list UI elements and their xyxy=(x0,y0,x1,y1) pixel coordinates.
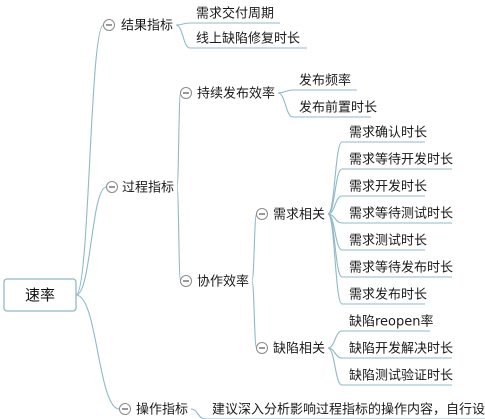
node-1-1-1-0-label: 缺陷reopen率 xyxy=(349,314,434,330)
connector-line xyxy=(175,24,191,49)
connector-line xyxy=(175,22,191,26)
node-1-0-0-label: 发布频率 xyxy=(299,73,351,89)
node-1-1-0-0-label: 需求确认时长 xyxy=(349,126,427,141)
node-0-label: 结果指标 xyxy=(121,19,173,34)
node-1-1-1-collapse-toggle[interactable] xyxy=(256,342,268,354)
node-1-label: 过程指标 xyxy=(122,181,174,196)
connector-line xyxy=(176,186,182,282)
node-1-0-1-label: 发布前置时长 xyxy=(299,100,377,116)
connector-line xyxy=(277,89,294,94)
connector-line xyxy=(75,294,120,410)
node-1-0-label: 持续发布效率 xyxy=(197,86,275,102)
node-0-collapse-toggle[interactable] xyxy=(103,19,115,31)
connector-line xyxy=(176,92,182,188)
node-1-0-collapse-toggle[interactable] xyxy=(180,87,192,99)
node-2-label: 操作指标 xyxy=(136,402,188,418)
connector-line xyxy=(327,213,343,305)
node-1-1-label: 协作效率 xyxy=(197,274,249,290)
node-1-1-1-label: 缺陷相关 xyxy=(273,342,325,357)
connector-line xyxy=(327,141,343,215)
connector-line xyxy=(75,186,107,296)
node-2-collapse-toggle[interactable] xyxy=(119,403,131,415)
connector-line xyxy=(251,280,258,349)
connector-line xyxy=(327,330,343,349)
node-0-1-label: 线上缺陷修复时长 xyxy=(196,32,300,47)
connector-line xyxy=(190,408,206,419)
node-1-1-0-6-label: 需求发布时长 xyxy=(349,287,427,303)
node-1-1-1-1-label: 缺陷开发解决时长 xyxy=(349,341,453,357)
root-label: 速率 xyxy=(25,286,55,304)
node-1-1-collapse-toggle[interactable] xyxy=(180,275,192,287)
node-1-1-0-5-label: 需求等待发布时长 xyxy=(349,260,453,276)
connector-line xyxy=(327,195,343,215)
connector-line xyxy=(251,213,258,282)
node-1-1-0-1-label: 需求等待开发时长 xyxy=(349,152,453,168)
node-1-1-1-2-label: 缺陷测试验证时长 xyxy=(349,368,453,384)
connector-line xyxy=(277,92,294,118)
node-1-1-0-2-label: 需求开发时长 xyxy=(349,179,427,195)
node-2-0-label: 建议深入分析影响过程指标的操作内容，自行设计 xyxy=(212,402,485,418)
node-0-0-label: 需求交付周期 xyxy=(196,6,274,22)
node-1-1-0-label: 需求相关 xyxy=(273,208,325,223)
node-1-1-0-collapse-toggle[interactable] xyxy=(256,208,268,220)
connector-line xyxy=(75,24,105,296)
node-1-1-0-4-label: 需求测试时长 xyxy=(349,234,427,249)
connector-lines xyxy=(75,22,485,419)
root-node[interactable]: 速率 xyxy=(3,278,77,312)
connector-line xyxy=(327,347,343,386)
node-1-1-0-3-label: 需求等待测试时长 xyxy=(349,206,453,222)
connector-line xyxy=(327,213,343,278)
connector-line xyxy=(327,168,343,215)
node-1-collapse-toggle[interactable] xyxy=(106,181,118,193)
